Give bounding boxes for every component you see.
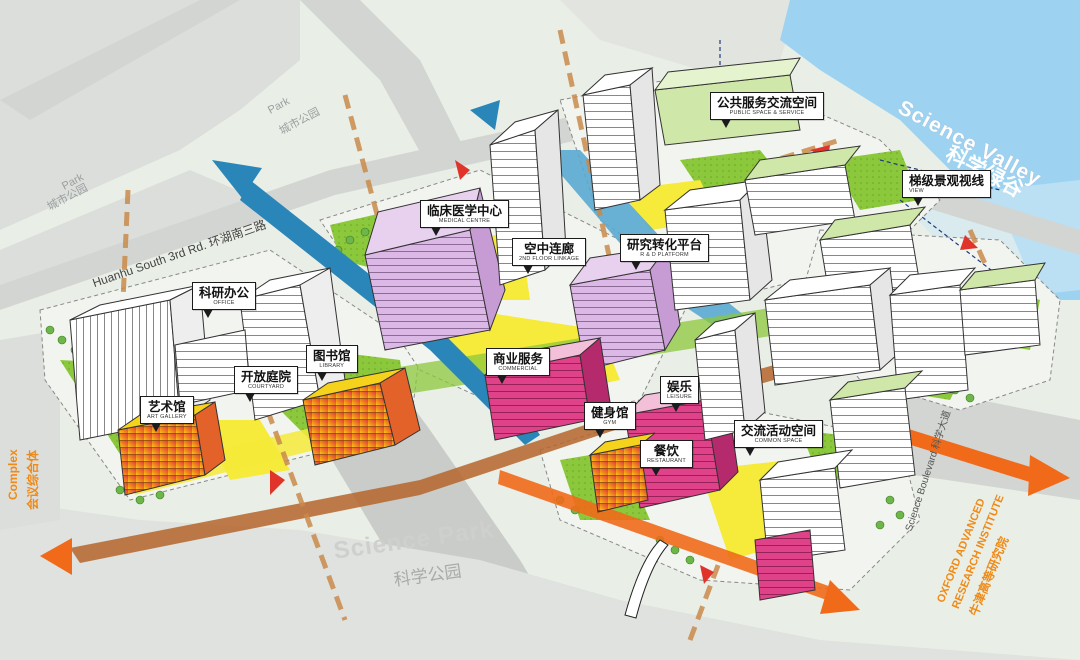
tag-medical-centre: 临床医学中心 MEDICAL CENTRE xyxy=(420,200,510,236)
tag-medical-centre-cn: 临床医学中心 xyxy=(427,203,503,218)
tag-courtyard-en: COURTYARD xyxy=(247,384,285,390)
tag-leisure-cn: 娱乐 xyxy=(667,379,693,394)
tag-courtyard-cn: 开放庭院 xyxy=(241,369,292,384)
tag-2nd-floor-linkage: 空中连廊 2ND FLOOR LINKAGE xyxy=(512,238,587,274)
tag-leisure: 娱乐 LEISURE xyxy=(660,376,700,412)
tag-library-cn: 图书馆 xyxy=(313,348,351,363)
tag-office-en: OFFICE xyxy=(213,300,235,306)
tag-linkage-cn: 空中连廊 xyxy=(524,241,575,256)
tag-art-gallery-cn: 艺术馆 xyxy=(148,399,186,414)
tag-gym-cn: 健身馆 xyxy=(591,405,629,420)
tag-public-space: 公共服务交流空间 PUBLIC SPACE & SERVICE xyxy=(710,92,825,128)
tag-restaurant-cn: 餐饮 xyxy=(653,443,679,458)
tag-office: 科研办公 OFFICE xyxy=(192,282,257,318)
tag-art-gallery-en: ART GALLERY xyxy=(147,414,187,420)
tag-view-cn: 梯级景观视线 xyxy=(909,173,985,188)
tag-view: 梯级景观视线 VIEW xyxy=(902,170,992,206)
complex-label: Complex xyxy=(6,449,20,500)
tag-courtyard: 开放庭院 COURTYARD xyxy=(234,366,299,402)
tag-leisure-en: LEISURE xyxy=(667,394,692,400)
tag-library: 图书馆 LIBRARY xyxy=(306,345,358,381)
tag-common-space-en: COMMON SPACE xyxy=(754,438,803,444)
tag-commercial: 商业服务 COMMERCIAL xyxy=(486,348,551,384)
tag-medical-centre-en: MEDICAL CENTRE xyxy=(438,218,491,224)
tag-linkage-en: 2ND FLOOR LINKAGE xyxy=(519,256,580,262)
tag-rd-en: R & D PLATFORM xyxy=(640,252,689,258)
tag-view-en: VIEW xyxy=(909,188,924,194)
tag-restaurant: 餐饮 RESTAURANT xyxy=(640,440,693,476)
tag-commercial-en: COMMERCIAL xyxy=(498,366,538,372)
tag-public-space-en: PUBLIC SPACE & SERVICE xyxy=(729,110,805,116)
tag-gym-en: GYM xyxy=(603,420,617,426)
tag-restaurant-en: RESTAURANT xyxy=(647,458,686,464)
complex-cn-label: 会议综合体 xyxy=(26,449,40,510)
tag-common-space: 交流活动空间 COMMON SPACE xyxy=(734,420,824,456)
tag-rd-cn: 研究转化平台 xyxy=(627,237,703,252)
tag-library-en: LIBRARY xyxy=(319,363,345,369)
tag-office-cn: 科研办公 xyxy=(199,285,250,300)
tag-rd-platform: 研究转化平台 R & D PLATFORM xyxy=(620,234,710,270)
tag-commercial-cn: 商业服务 xyxy=(493,351,544,366)
tag-public-space-cn: 公共服务交流空间 xyxy=(717,95,818,110)
tag-gym: 健身馆 GYM xyxy=(584,402,636,438)
tag-common-space-cn: 交流活动空间 xyxy=(741,423,817,438)
tag-art-gallery: 艺术馆 ART GALLERY xyxy=(140,396,194,432)
